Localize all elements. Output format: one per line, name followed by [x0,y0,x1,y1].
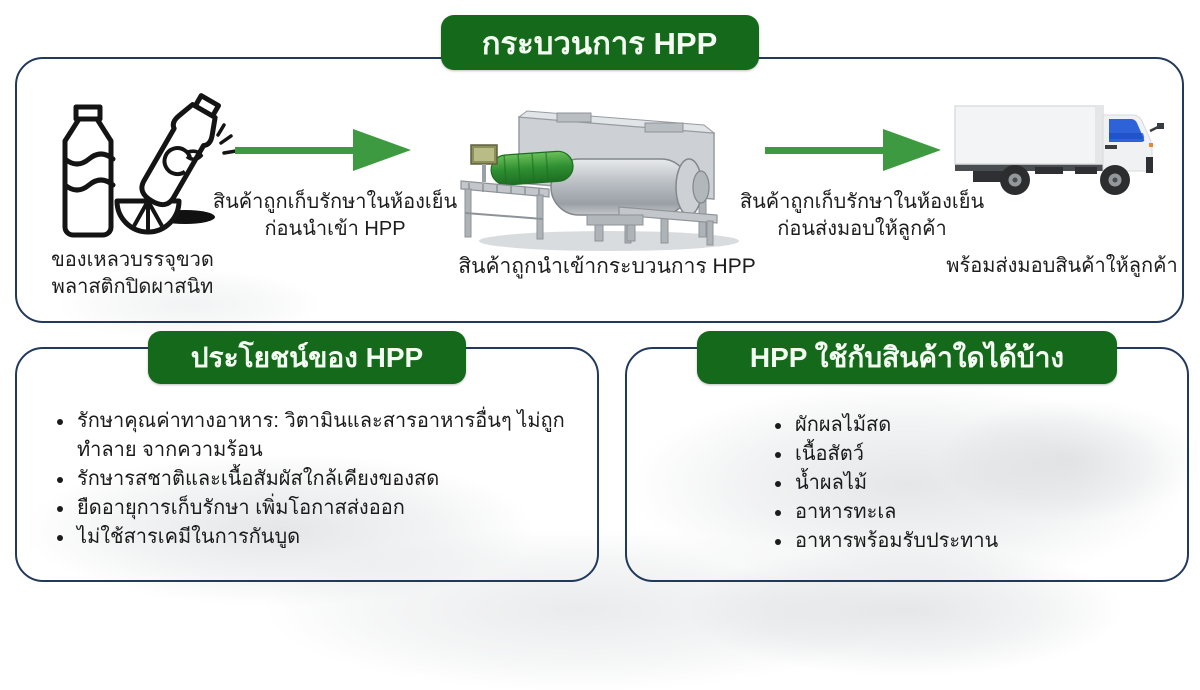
milk-bottle-icon [62,104,116,238]
products-panel: HPP ใช้กับสินค้าใดได้บ้าง ผักผลไม้สด เนื… [625,331,1189,582]
process-arrow-icon [765,129,941,171]
benefits-title: ประโยชน์ของ HPP [190,341,424,373]
list-item: รักษาคุณค่าทางอาหาร: วิตามินและสารอาหารอ… [75,407,623,465]
delivery-truck-icon [954,105,1164,195]
juice-bottle-icon [139,93,222,208]
list-item: ยืดอายุการเก็บรักษา เพิ่มโอกาสส่งออก [75,494,623,523]
list-item: อาหารพร้อมรับประทาน [793,527,1193,556]
benefits-panel: ประโยชน์ของ HPP รักษาคุณค่าทางอาหาร: วิต… [15,331,599,582]
truck-wheel [1100,165,1130,195]
list-item: รักษารสชาติและเนื้อสัมผัสใกล้เคียงของสด [75,465,623,494]
products-list: ผักผลไม้สด เนื้อสัตว์ น้ำผลไม้ อาหารทะเล… [755,411,1193,556]
hpp-machine-illustration [460,110,739,251]
products-title-badge: HPP ใช้กับสินค้าใดได้บ้าง [697,331,1117,384]
step2-caption: สินค้าถูกนำเข้ากระบวนการ HPP [458,255,756,278]
process-title-badge: กระบวนการ HPP [440,15,759,70]
list-item: ไม่ใช้สารเคมีในการกันบูด [75,523,623,552]
step1-caption: ของเหลวบรรจุขวด พลาสติกปิดผาสนิท [51,249,214,298]
arrow1-caption: สินค้าถูกเก็บรักษาในห้องเย็น ก่อนนำเข้า … [212,191,458,240]
orange-slice-icon [114,198,182,235]
step3-caption: พร้อมส่งมอบสินค้าให้ลูกค้า [946,255,1178,277]
bottled-liquids-illustration [62,93,238,238]
list-item: ผักผลไม้สด [793,411,1193,440]
process-panel: กระบวนการ HPP [15,15,1184,323]
products-title: HPP ใช้กับสินค้าใดได้บ้าง [749,341,1065,373]
list-item: เนื้อสัตว์ [793,440,1193,469]
list-item: อาหารทะเล [793,498,1193,527]
benefits-list: รักษาคุณค่าทางอาหาร: วิตามินและสารอาหารอ… [37,407,623,552]
bottle-logo [162,146,204,177]
motion-marks [216,123,238,155]
arrow2-caption: สินค้าถูกเก็บรักษาในห้องเย็น ก่อนส่งมอบใ… [739,191,985,240]
list-item: น้ำผลไม้ [793,469,1193,498]
truck-wheel [1000,165,1030,195]
process-title: กระบวนการ HPP [481,25,718,61]
benefits-title-badge: ประโยชน์ของ HPP [148,331,466,384]
process-arrow-icon [235,129,411,171]
